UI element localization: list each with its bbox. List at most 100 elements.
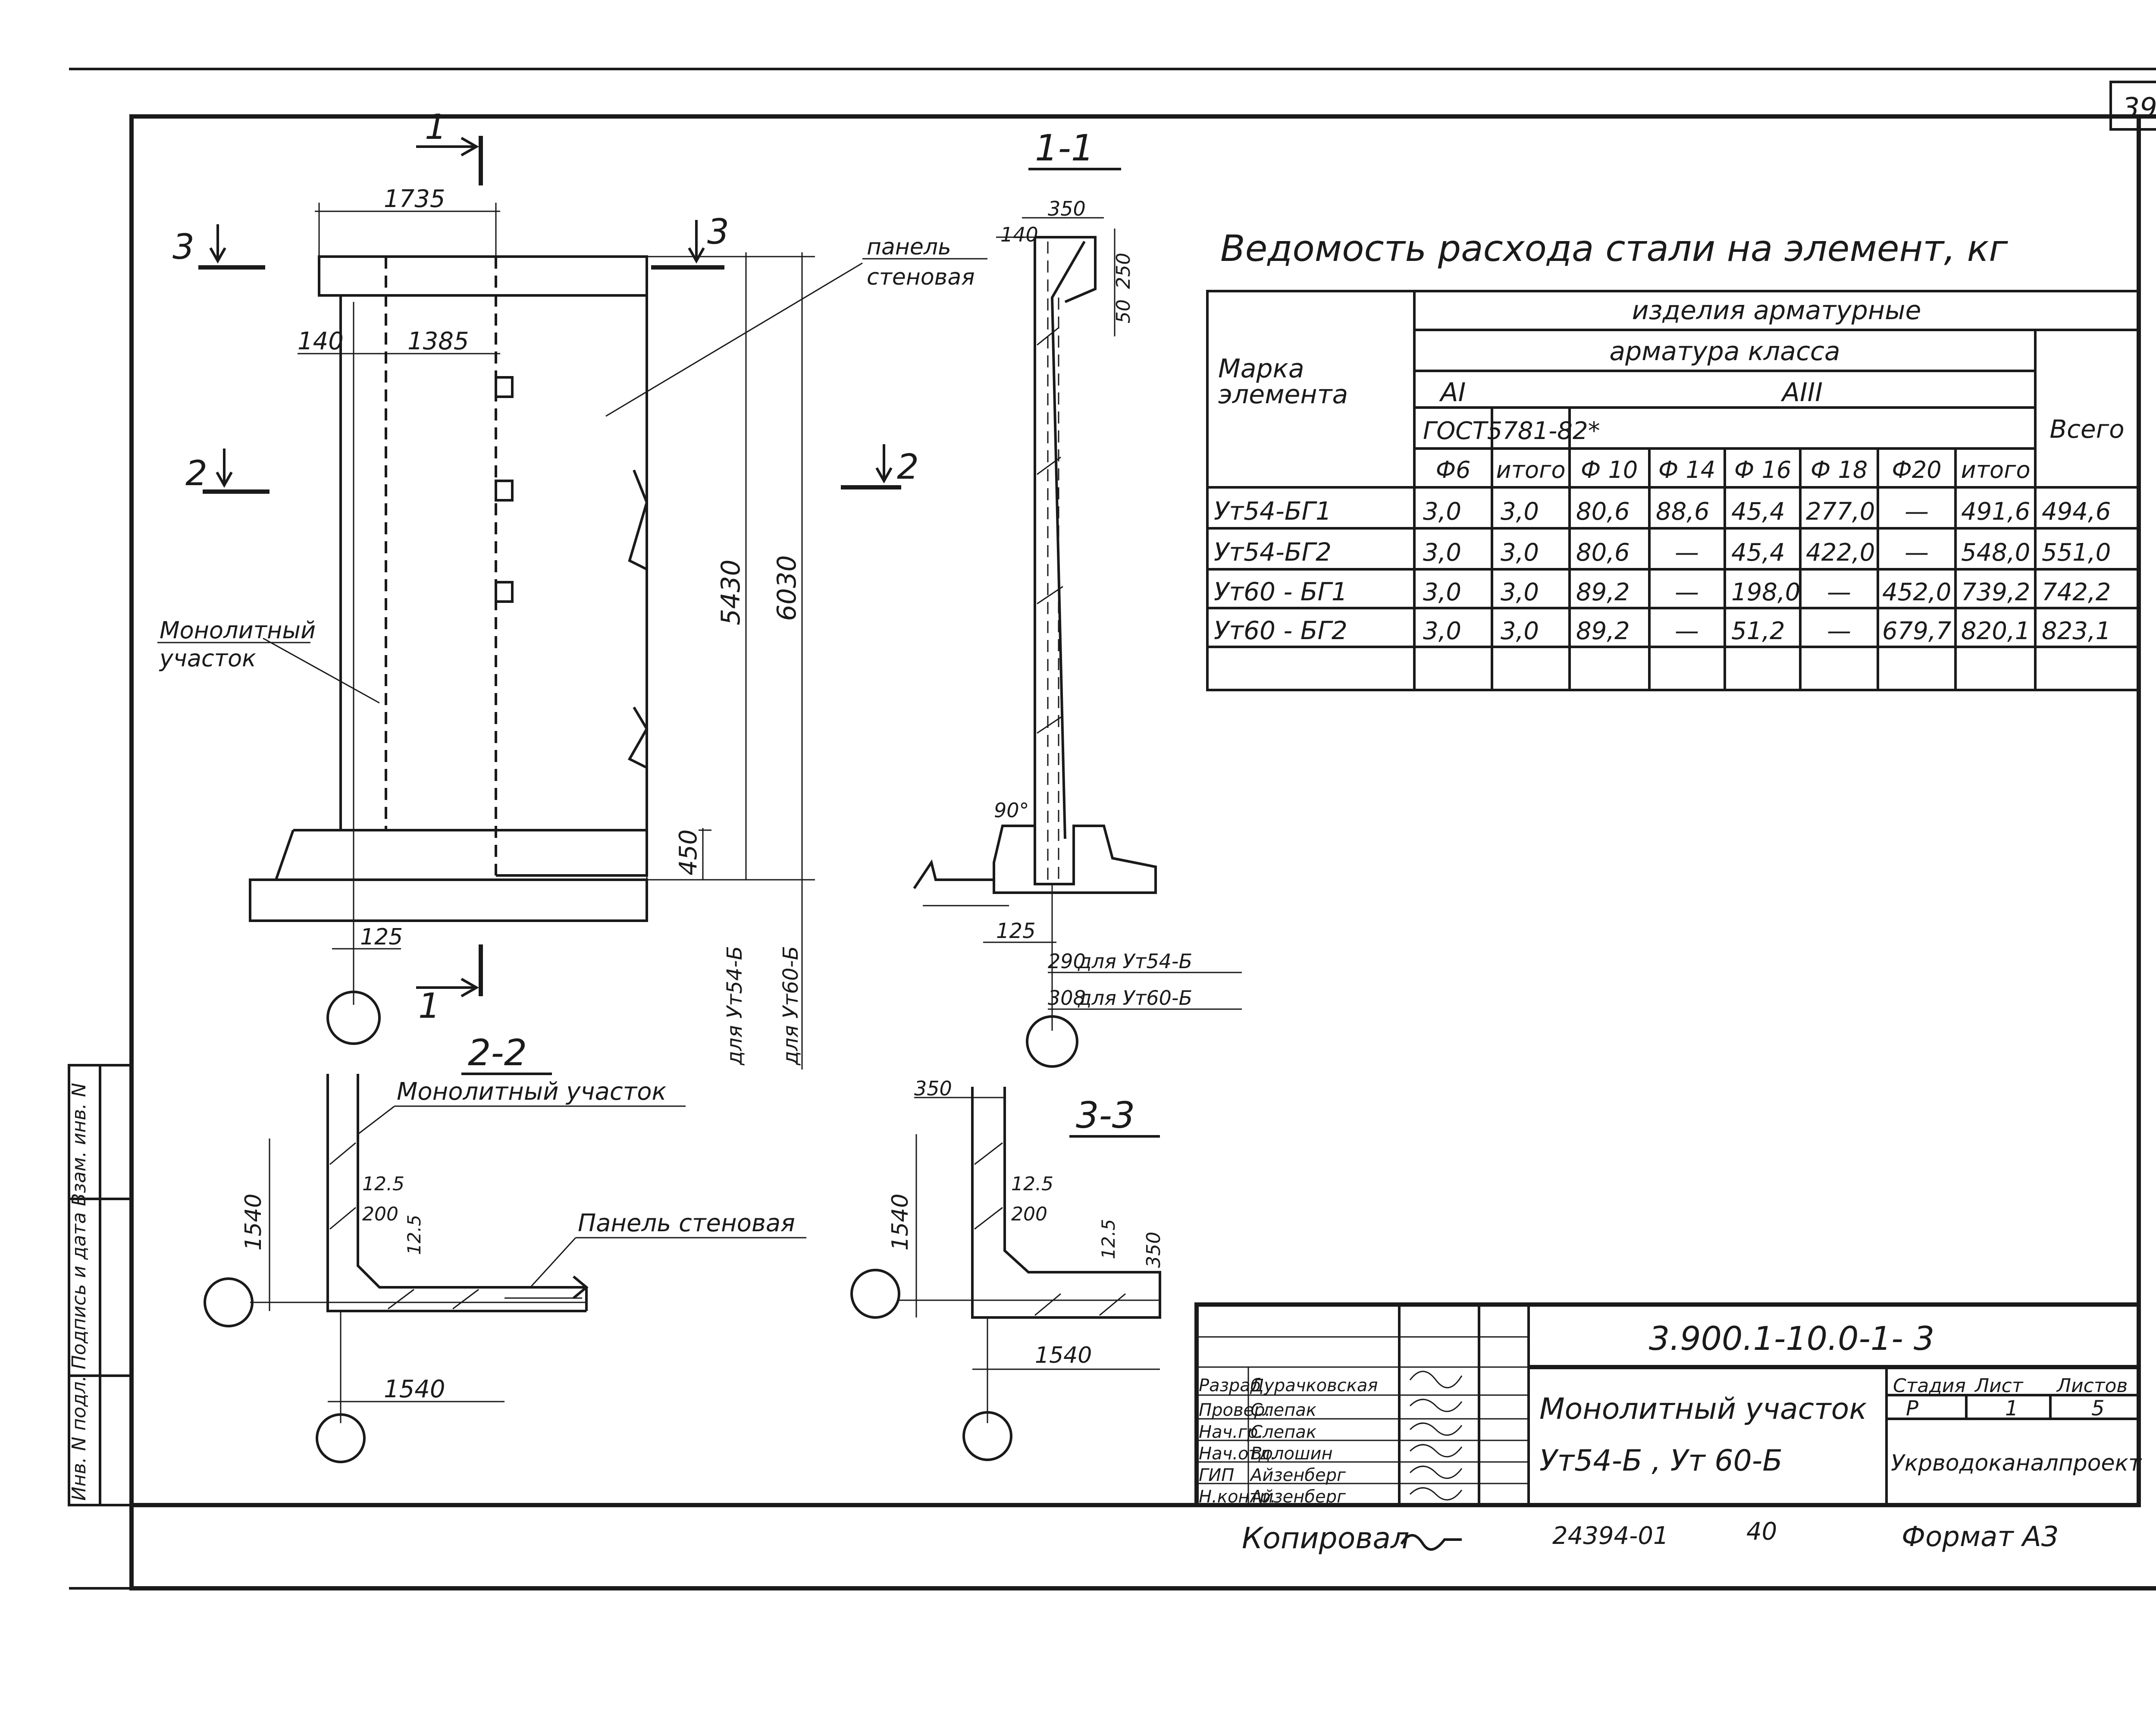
- dim-6030: 6030: [772, 555, 802, 621]
- sheet-header: Лист: [1974, 1375, 2024, 1397]
- note-monolith-line1: Монолитный: [160, 617, 316, 644]
- side-stamp-text: Инв. N подл. Подпись и дата Взам. инв. N: [68, 1083, 90, 1501]
- signature-scribble: [1409, 1422, 1463, 1436]
- svg-text:198,0: 198,0: [1731, 578, 1800, 606]
- col-header: Ф 16: [1734, 456, 1791, 483]
- s11-for-ut60: для Ут60-Б: [1078, 986, 1192, 1010]
- svg-text:—: —: [1675, 539, 1699, 567]
- svg-text:Разраб: Разраб: [1199, 1376, 1261, 1396]
- dim-1385: 1385: [407, 327, 469, 355]
- title-line1: Монолитный участок: [1539, 1392, 1867, 1426]
- hdr-mark-line1: Марка: [1218, 354, 1304, 384]
- svg-text:45,4: 45,4: [1731, 539, 1785, 567]
- cut-2-right-label: 2: [897, 447, 919, 487]
- col-header: Ф 10: [1581, 456, 1638, 483]
- svg-text:80,6: 80,6: [1576, 498, 1630, 526]
- s22-axis-bottom: [316, 1413, 366, 1463]
- svg-text:679,7: 679,7: [1882, 617, 1952, 645]
- s11-dim-290: 290: [1048, 950, 1086, 973]
- svg-text:739,2: 739,2: [1961, 578, 2030, 606]
- svg-text:Айзенберг: Айзенберг: [1249, 1487, 1346, 1507]
- table-row: Ут54-БГ2 3,0 3,0 80,6 — 45,4 422,0 — 548…: [1214, 537, 2111, 567]
- elevation-top-beam: [318, 255, 648, 297]
- svg-text:494,6: 494,6: [2042, 498, 2111, 526]
- table-row: Ут54-БГ1 3,0 3,0 80,6 88,6 45,4 277,0 — …: [1214, 496, 2111, 526]
- s22-dim-1540-h: 1540: [384, 1375, 445, 1403]
- signature-row: Нач.отд. Волошин: [1199, 1444, 1333, 1464]
- svg-text:277,0: 277,0: [1806, 498, 1875, 526]
- hdr-gost: ГОСТ5781-82*: [1423, 417, 1600, 445]
- cut-2-left-label: 2: [185, 453, 207, 493]
- section-3-3: 3-3 350 1540 1540 12.5 200 12.5 350: [850, 1077, 1165, 1461]
- note-monolith-line2: участок: [159, 645, 256, 672]
- svg-text:—: —: [1827, 578, 1851, 606]
- note-panel-line1: панель: [867, 234, 951, 260]
- section-3-3-outline: [971, 1087, 1161, 1319]
- svg-text:—: —: [1905, 498, 1929, 526]
- svg-text:3,0: 3,0: [1423, 578, 1461, 606]
- cut-1-bottom-label: 1: [418, 986, 440, 1026]
- s33-dim-350-side: 350: [1143, 1232, 1165, 1268]
- s33-dim-125b: 12.5: [1098, 1219, 1119, 1259]
- cut-3-left-label: 3: [172, 227, 194, 267]
- s11-dim-308: 308: [1048, 986, 1086, 1010]
- svg-text:—: —: [1827, 617, 1851, 645]
- svg-text:80,6: 80,6: [1576, 539, 1630, 567]
- svg-text:Слепак: Слепак: [1250, 1422, 1316, 1442]
- svg-text:422,0: 422,0: [1806, 539, 1875, 567]
- section-1-1-wall: [1034, 237, 1086, 839]
- svg-text:3,0: 3,0: [1423, 617, 1461, 645]
- copied-signature: [1400, 1534, 1462, 1551]
- col-header: итого: [1961, 456, 2031, 483]
- svg-text:3,0: 3,0: [1501, 617, 1539, 645]
- s33-dim-1540-v: 1540: [887, 1194, 913, 1251]
- svg-text:548,0: 548,0: [1961, 539, 2030, 567]
- steel-table: Ведомость расхода стали на элемент, кг и…: [1206, 227, 2140, 691]
- page-number-box: [2109, 81, 2156, 131]
- title-line2: Ут54-Б , Ут 60-Б: [1539, 1444, 1783, 1478]
- section-1-1: 1-1 350 140 250 50 90° 125 290 для Ут54-…: [913, 127, 1242, 1068]
- svg-text:3,0: 3,0: [1501, 498, 1539, 526]
- svg-text:742,2: 742,2: [2042, 578, 2111, 606]
- signature-row: Н.контр. Айзенберг: [1199, 1487, 1346, 1507]
- svg-text:3,0: 3,0: [1423, 498, 1461, 526]
- svg-text:3,0: 3,0: [1423, 539, 1461, 567]
- title-block: 3.900.1-10.0-1- 3 Монолитный участок Ут5…: [1194, 1302, 2142, 1507]
- svg-text:Волошин: Волошин: [1250, 1444, 1333, 1464]
- col-header: Ф6: [1436, 456, 1471, 483]
- sheets-header: Листов: [2056, 1375, 2128, 1397]
- s33-dim-350-top: 350: [914, 1077, 952, 1100]
- label-for-ut60: для Ут60-Б: [779, 946, 803, 1066]
- signature-scribble: [1409, 1399, 1463, 1412]
- label-for-ut54: для Ут54-Б: [723, 946, 747, 1066]
- hdr-items: изделия арматурные: [1632, 295, 1921, 326]
- elevation-body: [339, 294, 647, 830]
- elevation-view: 1 1 3 3 2 2 1735 140 1385 125 5: [157, 107, 987, 1070]
- section-2-2: 2-2 1540 1540 12.5 200 12.5 Монолитный у…: [204, 1032, 806, 1463]
- copied-label: Копировал: [1242, 1521, 1410, 1556]
- svg-text:Слепак: Слепак: [1250, 1400, 1316, 1420]
- svg-text:ГИП: ГИП: [1199, 1465, 1234, 1485]
- s33-dim-1540-h: 1540: [1035, 1342, 1092, 1368]
- inventory-sub: 40: [1746, 1518, 1777, 1546]
- sheet-no-value: 1: [2005, 1396, 2018, 1421]
- elevation-axis-marker: [326, 991, 381, 1045]
- s22-note-panel: Панель стеновая: [578, 1209, 795, 1237]
- section-1-1-axis-marker: [1026, 1015, 1078, 1068]
- row-mark: Ут54-БГ2: [1214, 537, 1332, 567]
- dim-1735: 1735: [384, 185, 445, 213]
- s22-dim-1540-v: 1540: [241, 1194, 266, 1251]
- col-header: Ф 14: [1658, 456, 1715, 483]
- side-stamp: Инв. N подл. Подпись и дата Взам. инв. N: [68, 1064, 133, 1506]
- s33-axis-bottom: [962, 1411, 1012, 1461]
- s11-dim-140: 140: [1000, 223, 1038, 246]
- hdr-total: Всего: [2049, 414, 2124, 444]
- organization: Укрводоканалпроект: [1891, 1450, 2142, 1476]
- col-header: Ф20: [1892, 456, 1941, 483]
- s11-angle: 90°: [994, 799, 1029, 822]
- s11-for-ut54: для Ут54-Б: [1078, 950, 1192, 973]
- dim-125-bottom: 125: [360, 924, 403, 950]
- hdr-mark-line2: элемента: [1218, 380, 1348, 410]
- col-header: Ф 18: [1811, 456, 1868, 483]
- format-label: Формат А3: [1902, 1521, 2059, 1553]
